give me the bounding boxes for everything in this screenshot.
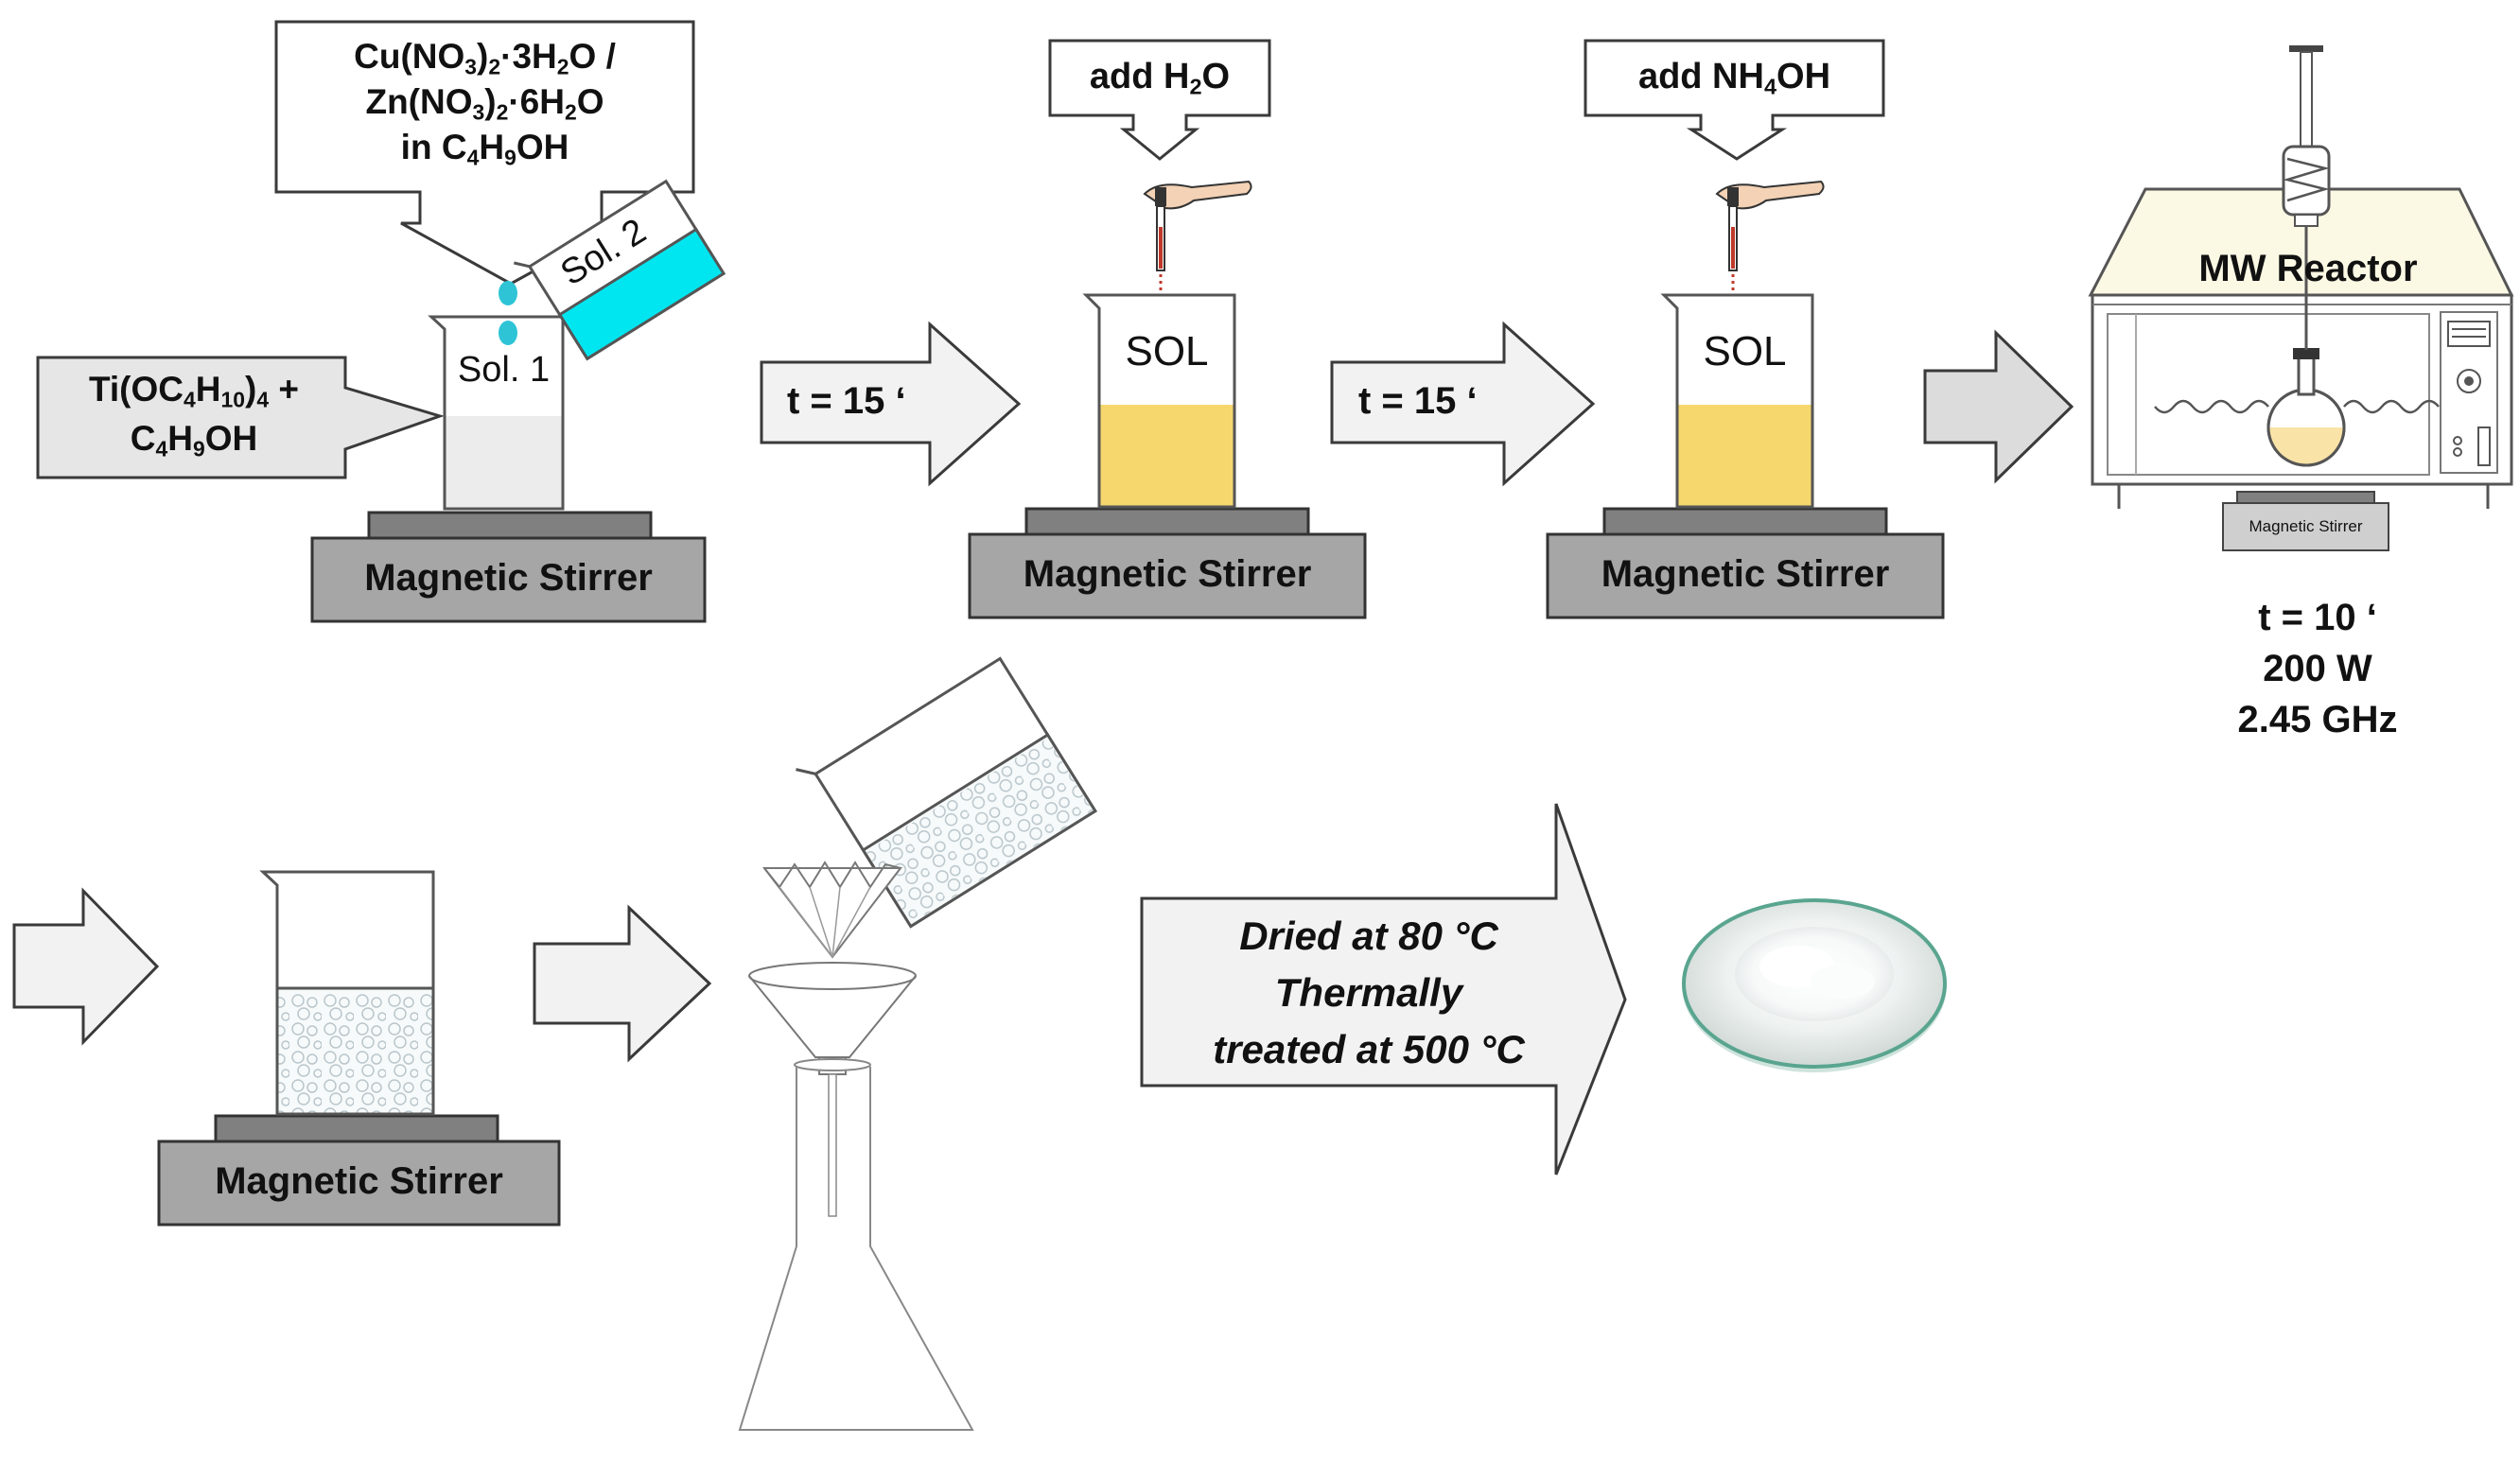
arrow-icon — [1923, 329, 2074, 484]
mw-power: 200 W — [2263, 648, 2372, 689]
mw-conditions: t = 10 ‘ 200 W 2.45 GHz — [2176, 592, 2459, 745]
pipette-icon — [1715, 180, 1825, 293]
time-label-2: t = 15 ‘ — [1358, 380, 1478, 422]
stirrer-label-2: Magnetic Stirrer — [1023, 553, 1312, 595]
arrow-icon — [1140, 803, 1627, 1175]
thermal-treatment-label: Dried at 80 °C Thermally treated at 500 … — [1142, 908, 1596, 1078]
mw-magnetic-stirrer — [2222, 491, 2389, 551]
sol1-source-callout — [36, 356, 445, 479]
mw-stirrer-label: Magnetic Stirrer — [2249, 517, 2363, 535]
watch-glass-icon — [1682, 898, 1947, 1072]
magnetic-stirrer-1 — [310, 511, 707, 623]
sol2-source-line-2: Zn(NO3)2·6H2O — [365, 82, 604, 125]
arrow-icon — [533, 904, 712, 1063]
beaker-icon — [1660, 293, 1814, 509]
mw-frequency: 2.45 GHz — [2237, 699, 2398, 740]
droplet-icon — [499, 321, 517, 345]
dried-line: Dried at 80 °C — [1239, 914, 1498, 958]
time-label-1: t = 15 ‘ — [787, 380, 906, 422]
stirrer-label-4: Magnetic Stirrer — [215, 1160, 503, 1202]
magnetic-stirrer-4 — [157, 1114, 561, 1227]
beaker-icon — [796, 656, 1097, 929]
sol1-source-label: Ti(OC4H10)4 + C4H9OH — [38, 365, 350, 463]
mw-time: t = 10 ‘ — [2258, 597, 2377, 638]
pipette-icon — [1143, 180, 1252, 293]
sol1-label: Sol. 1 — [457, 350, 551, 390]
sol2-source-line-1: Cu(NO3)2·3H2O / — [354, 37, 616, 79]
beaker-icon — [514, 179, 726, 361]
sol-label-1: SOL — [1125, 328, 1209, 374]
stirrer-label-1: Magnetic Stirrer — [364, 557, 653, 599]
arrow-icon — [760, 321, 1022, 487]
arrow-icon — [12, 887, 160, 1046]
condenser-icon — [2282, 45, 2331, 350]
sol1-source-line-1: Ti(OC4H10)4 + — [88, 370, 300, 412]
erlenmeyer-flask-icon — [738, 1058, 974, 1431]
beaker-icon — [428, 315, 565, 511]
add-water-callout — [1048, 39, 1271, 161]
treated-line: treated at 500 °C — [1213, 1027, 1525, 1071]
add-ammonia-label: add NH4OH — [1637, 57, 1831, 99]
sol2-source-label: Cu(NO3)2·3H2O / Zn(NO3)2·6H2O in C4H9OH — [276, 34, 693, 170]
beaker-icon — [1082, 293, 1236, 509]
sol1-source-line-2: C4H9OH — [130, 419, 258, 461]
add-ammonia-callout — [1584, 39, 1885, 161]
beaker-icon — [259, 870, 435, 1116]
magnetic-stirrer-2 — [968, 507, 1367, 619]
microwave-reactor-icon — [2088, 187, 2514, 509]
sol2-source-line-3: in C4H9OH — [400, 128, 569, 170]
add-water-label: add H2O — [1089, 57, 1231, 99]
filter-funnel-icon — [748, 861, 917, 1217]
droplet-icon — [499, 281, 517, 305]
mw-reactor-label: MW Reactor — [2198, 248, 2418, 289]
sol-label-2: SOL — [1703, 328, 1787, 374]
thermally-line: Thermally — [1274, 970, 1463, 1015]
stirrer-label-3: Magnetic Stirrer — [1601, 553, 1890, 595]
magnetic-stirrer-3 — [1546, 507, 1945, 619]
arrow-icon — [1330, 321, 1596, 487]
